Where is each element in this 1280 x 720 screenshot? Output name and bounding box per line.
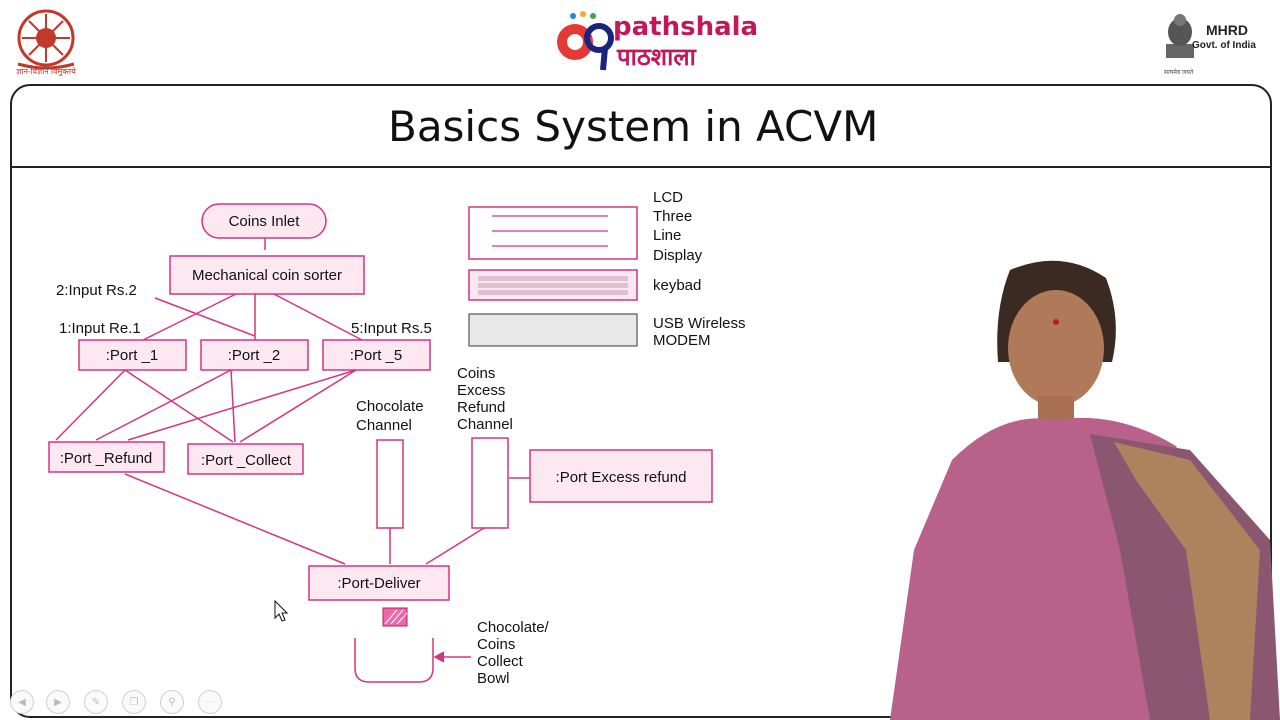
ugc-logo [8,6,84,80]
epathshala-logo: pathshala पाठशाला [553,8,758,72]
port-refund-label: :Port _Refund [60,450,153,467]
ashoka-emblem-icon [1166,14,1194,58]
coins-excess-label-4: Channel [457,416,513,433]
collect-bowl-node [354,638,434,683]
port-deliver-node [308,565,450,601]
zoom-icon[interactable]: ⚲ [160,690,184,714]
brand-name-hindi: पाठशाला [617,43,696,71]
port2-node [200,339,309,371]
port5-node [322,339,431,371]
chocolate-channel-node [376,439,404,529]
modem-label-1: USB Wireless [653,315,746,332]
port5-label: :Port _5 [350,347,403,364]
header-bar: ज्ञान-विज्ञान विमुक्तये pathshala पाठशाल… [0,0,1280,82]
lcd-label-2: Three [653,208,692,225]
ugc-emblem-icon [17,9,75,70]
bowl-label-1: Chocolate/ [477,619,550,636]
back-icon[interactable]: ◀ [10,690,34,714]
port1-node [78,339,187,371]
lcd-display-node [468,206,638,260]
brand-name-english: pathshala [613,12,759,42]
port-excess-refund-label: :Port Excess refund [556,469,687,486]
coins-excess-label-3: Refund [457,399,505,416]
input-rs2-label: 2:Input Rs.2 [56,282,137,299]
modem-label-2: MODEM [653,332,711,349]
ugc-caption: ज्ञान-विज्ञान विमुक्तये [16,67,76,76]
port2-label: :Port _2 [228,347,281,364]
acvm-diagram: Coins Inlet Mechanical coin sorter 2:Inp… [48,189,746,687]
lcd-label-4: Display [653,247,703,264]
coins-excess-label-1: Coins [457,365,495,382]
slide-title-bar: Basics System in ACVM [12,86,1270,168]
edit-icon[interactable]: ✎ [84,690,108,714]
port-deliver-label: :Port-Deliver [337,575,420,592]
lcd-label-3: Line [653,227,681,244]
modem-node [468,313,638,347]
mhrd-logo: MHRD Govt. of India सत्यमेव जयते [1160,8,1280,80]
mhrd-title: MHRD [1206,22,1248,38]
mhrd-motto: सत्यमेव जयते [1164,70,1194,76]
keypad-label: keybad [653,277,701,294]
copy-icon[interactable]: ❐ [122,690,146,714]
coin-sorter-node [169,255,365,295]
chocolate-channel-label-2: Channel [356,417,412,434]
coins-excess-channel-node [471,437,509,529]
coins-inlet-node [201,203,327,239]
chocolate-channel-label-1: Chocolate [356,398,424,415]
input-re1-label: 1:Input Re.1 [59,320,141,337]
port1-label: :Port _1 [106,347,159,364]
port-refund-node [48,441,165,473]
mhrd-subtitle: Govt. of India [1192,40,1256,51]
coin-sorter-label: Mechanical coin sorter [192,267,342,284]
bowl-label-4: Bowl [477,670,510,687]
coins-inlet-label: Coins Inlet [229,213,301,230]
input-rs5-label: 5:Input Rs.5 [351,320,432,337]
bowl-label-2: Coins [477,636,515,653]
presenter-video [890,260,1280,720]
slide-title: Basics System in ACVM [388,102,879,151]
port-collect-node [187,443,304,475]
mouse-pointer-icon [274,599,289,622]
coins-excess-label-2: Excess [457,382,505,399]
port-collect-label: :Port _Collect [201,452,292,469]
lcd-label-1: LCD [653,189,683,206]
port-excess-refund-node [529,449,713,503]
bowl-label-3: Collect [477,653,524,670]
play-icon[interactable]: ▶ [46,690,70,714]
more-icon[interactable]: ⋯ [198,690,222,714]
epathshala-e-icon [557,11,614,71]
